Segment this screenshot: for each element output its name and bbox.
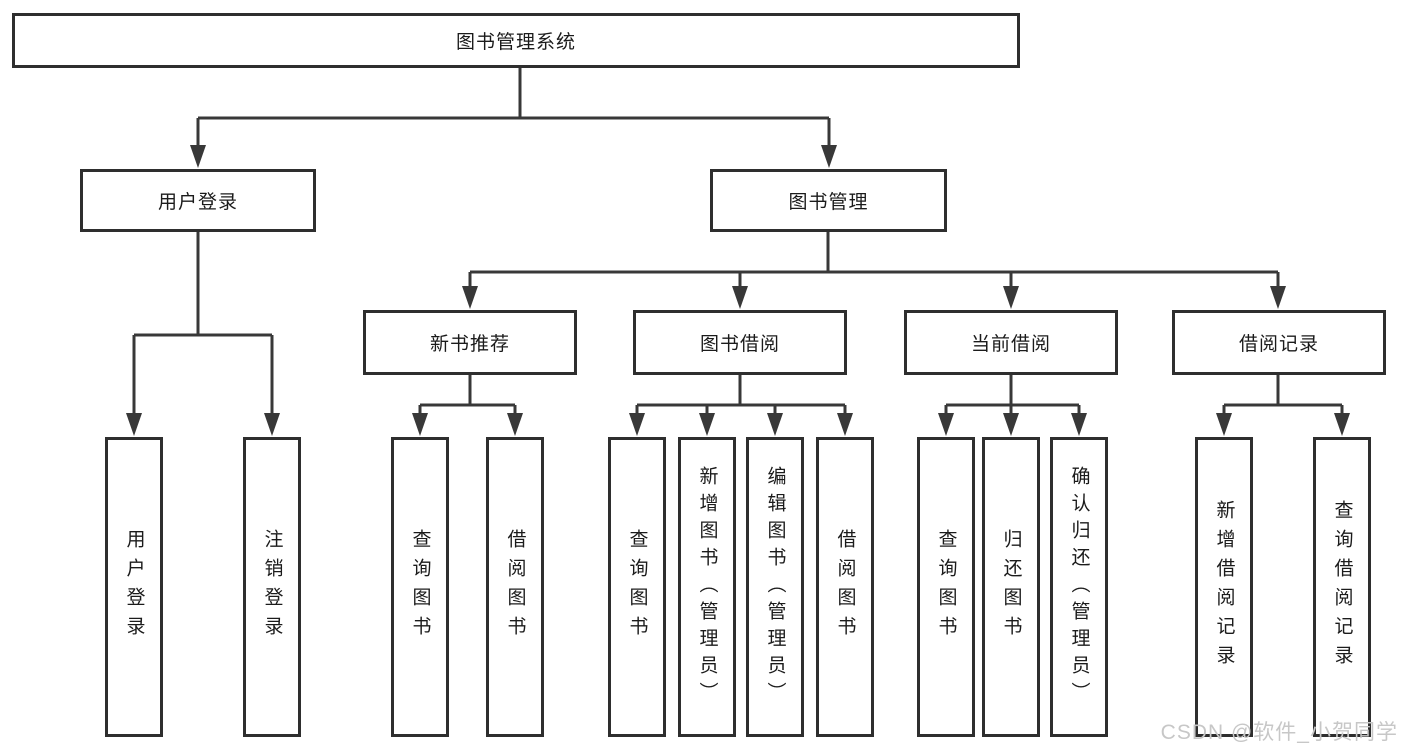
leaf-add-borrow-record: 新增借阅记录	[1195, 437, 1253, 737]
arrowhead-icon	[1071, 413, 1087, 436]
node-new-book-recommend-label: 新书推荐	[429, 334, 510, 355]
node-book-management: 图书管理	[710, 169, 947, 232]
leaf-confirm-return-admin: 确认归还（管理员）	[1050, 437, 1108, 737]
leaf-edit-book-admin-label: 编辑图书（管理员）	[764, 465, 786, 709]
arrowhead-icon	[732, 286, 748, 309]
leaf-return-book: 归还图书	[982, 437, 1040, 737]
node-new-book-recommend: 新书推荐	[363, 310, 577, 375]
node-current-borrowing-label: 当前借阅	[970, 334, 1051, 355]
leaf-user-login: 用户登录	[105, 437, 163, 737]
leaf-add-book-admin-label: 新增图书（管理员）	[696, 465, 718, 709]
node-root: 图书管理系统	[12, 13, 1020, 68]
node-borrow-records: 借阅记录	[1172, 310, 1386, 375]
arrowhead-icon	[821, 145, 837, 168]
leaf-return-book-label: 归还图书	[1000, 529, 1022, 645]
leaf-query-books-recommend-label: 查询图书	[409, 529, 431, 645]
leaf-logout: 注销登录	[243, 437, 301, 737]
leaf-query-books-borrowing: 查询图书	[608, 437, 666, 737]
arrowhead-icon	[1003, 286, 1019, 309]
node-borrow-records-label: 借阅记录	[1238, 334, 1319, 355]
node-book-borrowing-label: 图书借阅	[699, 334, 780, 355]
leaf-query-books-current-label: 查询图书	[935, 529, 957, 645]
leaf-confirm-return-admin-label: 确认归还（管理员）	[1068, 465, 1090, 709]
node-book-borrowing: 图书借阅	[633, 310, 847, 375]
node-user-login-label: 用户登录	[157, 192, 238, 213]
leaf-query-books-borrowing-label: 查询图书	[626, 529, 648, 645]
node-root-label: 图书管理系统	[455, 32, 576, 53]
connector-root	[190, 67, 837, 168]
arrowhead-icon	[1270, 286, 1286, 309]
arrowhead-icon	[1334, 413, 1350, 436]
arrowhead-icon	[699, 413, 715, 436]
node-book-management-label: 图书管理	[788, 192, 869, 213]
arrowhead-icon	[462, 286, 478, 309]
arrowhead-icon	[629, 413, 645, 436]
arrowhead-icon	[1216, 413, 1232, 436]
connector-new-book-recommend	[412, 375, 523, 436]
arrowhead-icon	[1003, 413, 1019, 436]
leaf-borrow-books-borrowing-label: 借阅图书	[834, 529, 856, 645]
connector-borrow-records	[1216, 375, 1350, 436]
arrowhead-icon	[767, 413, 783, 436]
connector-book-management	[462, 232, 1286, 309]
arrowhead-icon	[938, 413, 954, 436]
watermark: CSDN @软件_小贺同学	[1160, 721, 1398, 744]
leaf-borrow-books-borrowing: 借阅图书	[816, 437, 874, 737]
connector-book-borrowing	[629, 375, 853, 436]
leaf-borrow-books-recommend-label: 借阅图书	[504, 529, 526, 645]
leaf-user-login-label: 用户登录	[123, 529, 145, 645]
leaf-query-books-recommend: 查询图书	[391, 437, 449, 737]
leaf-borrow-books-recommend: 借阅图书	[486, 437, 544, 737]
node-user-login: 用户登录	[80, 169, 316, 232]
leaf-add-book-admin: 新增图书（管理员）	[678, 437, 736, 737]
arrowhead-icon	[837, 413, 853, 436]
arrowhead-icon	[190, 145, 206, 168]
leaf-logout-label: 注销登录	[261, 529, 283, 645]
arrowhead-icon	[507, 413, 523, 436]
connector-user-login	[126, 232, 280, 436]
arrowhead-icon	[412, 413, 428, 436]
leaf-edit-book-admin: 编辑图书（管理员）	[746, 437, 804, 737]
connector-current-borrowing	[938, 375, 1087, 436]
arrowhead-icon	[126, 413, 142, 436]
leaf-query-books-current: 查询图书	[917, 437, 975, 737]
node-current-borrowing: 当前借阅	[904, 310, 1118, 375]
leaf-query-borrow-record-label: 查询借阅记录	[1331, 500, 1353, 674]
leaf-add-borrow-record-label: 新增借阅记录	[1213, 500, 1235, 674]
leaf-query-borrow-record: 查询借阅记录	[1313, 437, 1371, 737]
arrowhead-icon	[264, 413, 280, 436]
